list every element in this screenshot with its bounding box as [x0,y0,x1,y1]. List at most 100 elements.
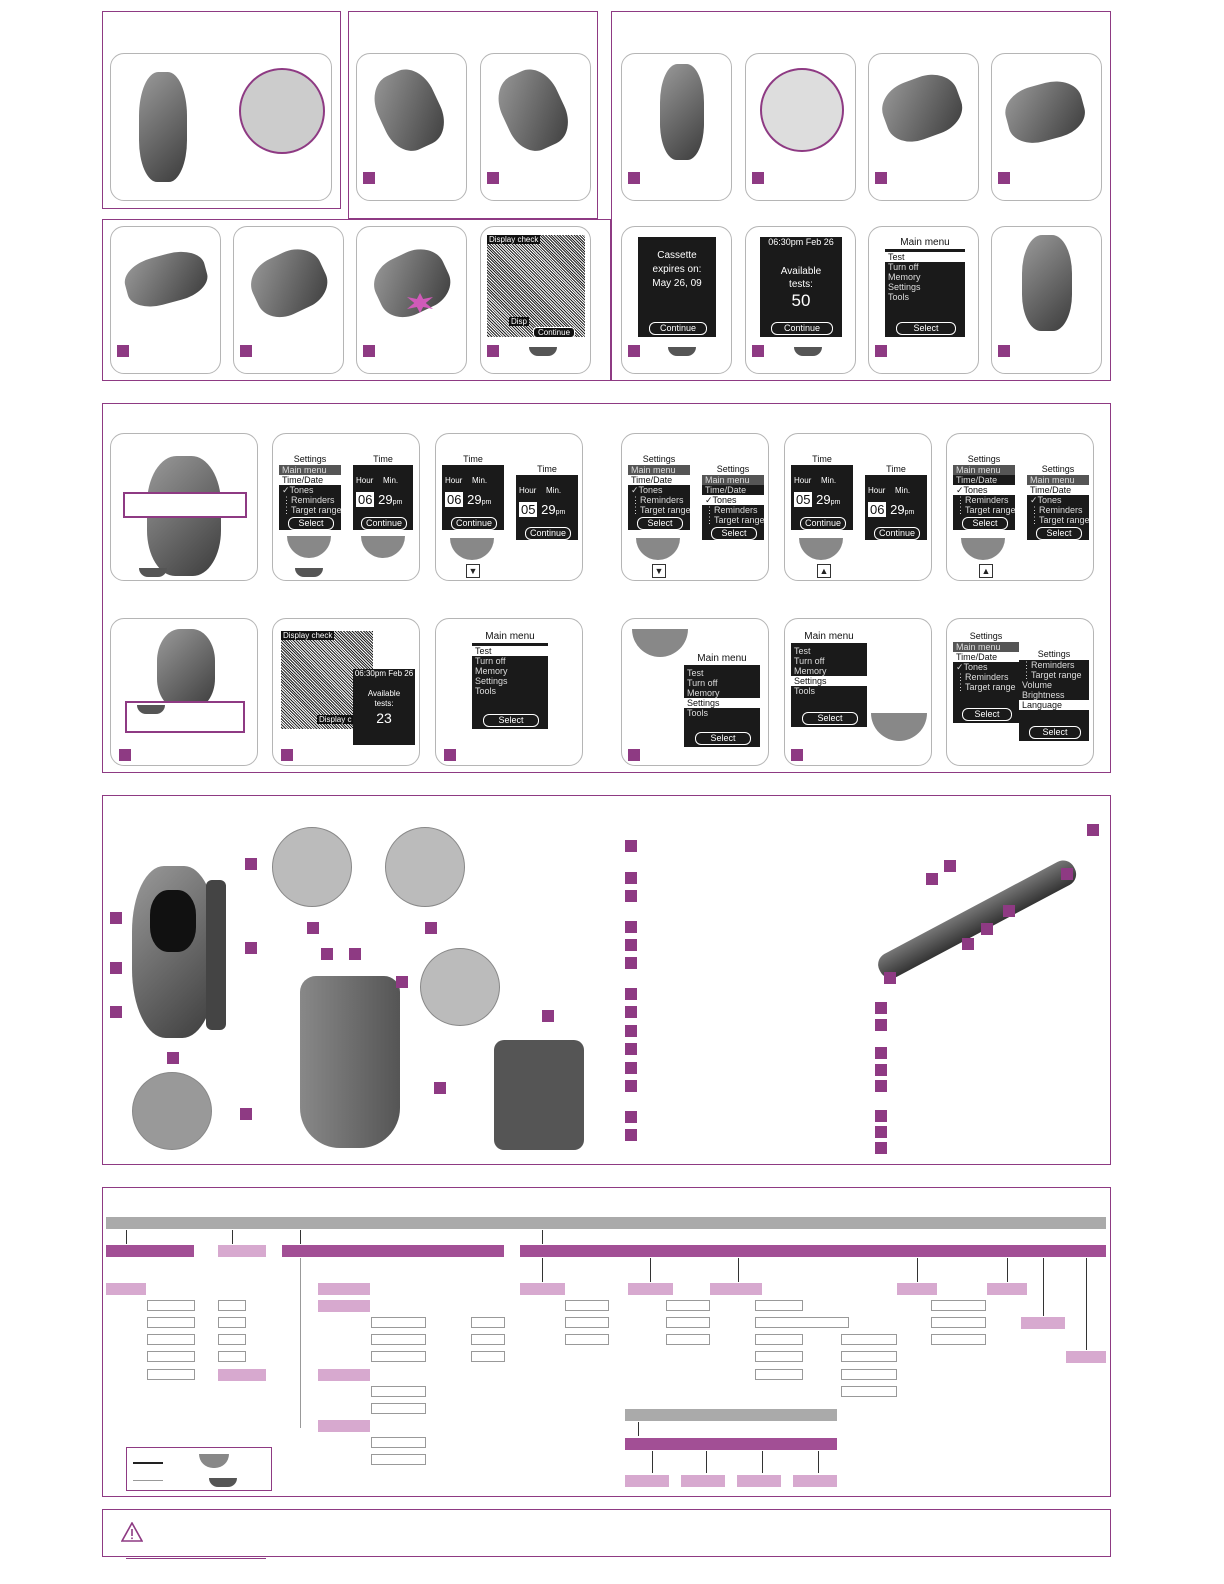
settings-item[interactable]: ⋮Target range [1030,515,1089,525]
zoom-circle [239,68,325,154]
menu-item-settings[interactable]: Settings [791,676,867,686]
select-button[interactable]: Select [710,527,758,540]
settings-item[interactable]: ⋮Reminders [956,495,1009,505]
minute-value[interactable]: 29 [467,492,482,507]
select-button[interactable]: Select [801,712,859,725]
settings-item[interactable]: Time/Date [628,475,690,485]
settings-item[interactable]: ✓Tones [956,662,988,672]
menu-item-memory[interactable]: Memory [888,272,921,282]
select-button[interactable]: Select [694,732,752,745]
settings-item[interactable]: Main menu [953,642,1019,652]
menu-item-memory[interactable]: Memory [687,688,720,698]
continue-button[interactable]: Continue [873,527,921,540]
menu-item-turn-off[interactable]: Turn off [475,656,506,666]
minute-value[interactable]: 29 [541,502,556,517]
legend-marker [625,957,637,969]
continue-button[interactable]: Continue [799,517,847,530]
hour-value[interactable]: 06 [356,492,375,507]
arrow-black-icon [133,1462,163,1464]
settings-item[interactable]: ✓Tones [702,495,764,505]
select-button[interactable]: Select [896,322,956,335]
select-button[interactable]: Select [287,517,335,530]
settings-item[interactable]: ⋮Target range [705,515,764,525]
hour-value[interactable]: 06 [868,502,887,517]
option-box [755,1300,803,1311]
main-menu-screen: Main menu Test Turn off Memory Settings … [472,631,548,729]
menu-item-turn-off[interactable]: Turn off [687,678,718,688]
hour-value[interactable]: 05 [519,502,538,517]
tools-submenu-bar [681,1475,725,1487]
settings-item[interactable]: Main menu [1027,475,1089,485]
menu-item-settings[interactable]: Settings [684,698,760,708]
minute-value[interactable]: 29 [890,502,905,517]
screen-card: Main menu Test Turn off Memory Settings … [621,618,769,766]
step-marker [363,172,375,184]
select-button[interactable]: Select [962,708,1012,721]
menu-item-settings[interactable]: Settings [475,676,508,686]
settings-item[interactable]: ✓Tones [631,485,663,495]
settings-item[interactable]: Time/Date [279,475,341,485]
minute-value[interactable]: 29 [378,492,393,507]
settings-item[interactable]: ⋮Reminders [1030,505,1083,515]
select-button[interactable]: Select [1028,726,1082,739]
settings-item[interactable]: ⋮Target range [956,682,1016,692]
minute-value[interactable]: 29 [816,492,831,507]
settings-item[interactable]: Main menu [953,465,1015,475]
continue-button[interactable]: Continue [524,527,572,540]
continue-button[interactable]: Continue [648,322,708,335]
settings-item[interactable]: Time/Date [956,475,998,485]
legend-marker [875,1047,887,1059]
settings-item[interactable]: Language [1019,700,1089,710]
continue-button[interactable]: Continue [771,322,833,335]
menu-item-turn-off[interactable]: Turn off [888,262,919,272]
hour-value[interactable]: 05 [794,492,813,507]
menu-item-settings[interactable]: Settings [888,282,921,292]
menu-item-test[interactable]: Test [687,668,704,678]
settings-item[interactable]: Main menu [702,475,764,485]
illustration-card [110,618,258,766]
settings-item[interactable]: Main menu [628,465,690,475]
settings-item[interactable]: ⋮Reminders [282,495,335,505]
menu-item-tools[interactable]: Tools [888,292,910,302]
menu-item-memory[interactable]: Memory [794,666,827,676]
select-button[interactable]: Select [482,714,540,727]
menu-item-test[interactable]: Test [885,252,965,262]
screen-card: Main menu Test Turn off Memory Settings … [435,618,583,766]
menu-item-test[interactable]: Test [472,646,548,656]
display-check-fragment: Disp [509,317,530,326]
settings-item[interactable]: ⋮Target range [956,505,1015,515]
hour-value[interactable]: 06 [445,492,464,507]
settings-item[interactable]: ✓Tones [1030,495,1062,505]
settings-item[interactable]: ⋮Target range [282,505,341,515]
settings-item[interactable]: ⋮Reminders [631,495,684,505]
settings-item[interactable]: Brightness [1022,690,1065,700]
menu-item-test[interactable]: Test [794,646,811,656]
select-button[interactable]: Select [1035,527,1083,540]
select-button[interactable]: Select [961,517,1009,530]
settings-item[interactable]: Time/Date [1027,485,1089,495]
settings-item[interactable]: Time/Date [705,485,747,495]
continue-button[interactable]: Continue [361,517,407,530]
settings-item[interactable]: ⋮Target range [631,505,690,515]
top-gray-bar [106,1217,1106,1229]
up-down-buttons-icon [799,538,843,560]
time-title: Time [791,454,853,465]
settings-item[interactable]: ⋮Reminders [705,505,758,515]
settings-item[interactable]: ✓Tones [282,485,314,495]
menu-item-tools[interactable]: Tools [794,686,816,696]
continue-button[interactable]: Continue [533,327,576,337]
menu-item-turn-off[interactable]: Turn off [794,656,825,666]
settings-item[interactable]: ⋮Target range [1022,670,1082,680]
settings-item[interactable]: ✓Tones [953,485,1015,495]
settings-item[interactable]: Main menu [279,465,341,475]
select-button[interactable]: Select [636,517,684,530]
menu-item-memory[interactable]: Memory [475,666,508,676]
menu-item-tools[interactable]: Tools [475,686,497,696]
legend-marker [625,890,637,902]
settings-item[interactable]: Volume [1022,680,1053,690]
settings-item[interactable]: Time/Date [953,652,1019,662]
settings-item[interactable]: ⋮Reminders [1022,660,1075,670]
menu-item-tools[interactable]: Tools [687,708,709,718]
settings-item[interactable]: ⋮Reminders [956,672,1009,682]
continue-button[interactable]: Continue [450,517,498,530]
